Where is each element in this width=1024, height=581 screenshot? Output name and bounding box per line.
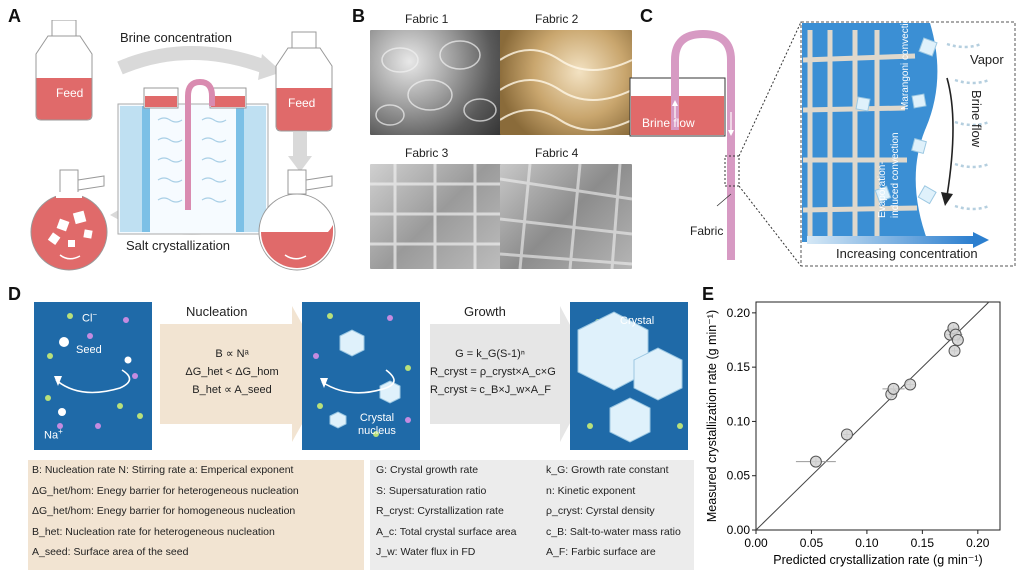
fabric-4-photo [500, 164, 632, 269]
crystallization-mechanism-diagram [34, 302, 688, 450]
legend-left-1: ΔG_het/hom: Enegy barrier for heterogene… [32, 484, 299, 497]
nucleation-legend-bg [28, 460, 364, 570]
fabric-1-title: Fabric 1 [405, 12, 449, 26]
legend-left-4: A_seed: Surface area of the seed [32, 546, 189, 558]
legend-mid-2: R_cryst: Cyrstallization rate [376, 505, 504, 517]
growth-legend-bg [370, 460, 694, 570]
vapor-label: Vapor [970, 52, 1004, 67]
evaporation-tank [117, 78, 269, 235]
y-tick-label: 0.05 [727, 469, 751, 483]
fabric-label: Fabric [690, 224, 724, 238]
growth-eq-3: R_cryst ≈ c_B×J_w×A_F [430, 384, 551, 396]
fabric-2-photo [500, 30, 632, 135]
x-tick-label: 0.20 [966, 536, 990, 550]
legend-mid-3: A_c: Total crystal surface area [376, 525, 517, 538]
fabric-2-title: Fabric 2 [535, 12, 579, 26]
data-point [948, 344, 961, 357]
panel-d-label: D [8, 284, 21, 304]
data-point [887, 382, 900, 395]
x-tick-label: 0.05 [800, 536, 824, 550]
y-tick-label: 0.15 [727, 360, 751, 374]
marangoni-label-wrap: Marangoni convection [900, 12, 914, 110]
y-tick-label: 0.20 [727, 306, 751, 320]
evaporation-label-line1: Evaporation- [877, 161, 888, 218]
x-tick-label: 0.00 [744, 536, 768, 550]
x-axis-label: Predicted crystallization rate (g min⁻¹) [773, 553, 982, 567]
nucleation-eq-3: B_het ∝ A_seed [192, 384, 272, 396]
legend-right-0: k_G: Growth rate constant [546, 464, 669, 476]
brine-concentration-label: Brine concentration [120, 30, 233, 45]
legend-mid-0: G: Crystal growth rate [376, 464, 479, 476]
data-point [951, 334, 964, 346]
feed-bottle-right [275, 31, 333, 132]
data-point [904, 378, 917, 391]
na-ion-label: Na+ [44, 427, 63, 442]
fabric-3-title: Fabric 3 [405, 146, 449, 160]
legend-mid-4: J_w: Water flux in FD [376, 546, 476, 558]
data-point [809, 455, 822, 468]
panel-b-label: B [352, 6, 365, 26]
legend-right-4: A_F: Farbic surface are [546, 546, 656, 558]
crystallization-flask-left [30, 169, 108, 271]
fabric-4-title: Fabric 4 [535, 146, 579, 160]
nucleation-equations: B ∝ Nᵃ ΔG_het < ΔG_hom B_het ∝ A_seed [180, 345, 284, 399]
growth-equations: G = k_G(S-1)ⁿ R_cryst = ρ_cryst×A_c×G R_… [430, 345, 556, 399]
legend-right-1: n: Kinetic exponent [546, 484, 636, 497]
legend-left-0: B: Nucleation rate N: Stirring rate a: E… [32, 464, 294, 476]
salt-crystallization-label: Salt crystallization [126, 238, 231, 253]
legend-right-2: ρ_cryst: Cyrstal density [546, 505, 655, 517]
plot-frame [755, 301, 1001, 531]
crystal-nucleus-label: Crystal nucleus [358, 412, 396, 437]
evaporation-label-line2: induced convection [890, 132, 901, 218]
x-tick-label: 0.15 [911, 536, 935, 550]
panel-c-label: C [640, 6, 653, 26]
fabric-flow-diagram [629, 21, 1016, 267]
increasing-concentration-label: Increasing concentration [836, 246, 978, 261]
growth-eq-2: R_cryst = ρ_cryst×A_c×G [430, 366, 556, 378]
legend-left-2: ΔG_het/hom: Enegy barrier for homogeneou… [32, 505, 296, 517]
nucleation-eq-1: B ∝ Nᵃ [215, 348, 249, 360]
marangoni-label: Marangoni convection [900, 12, 911, 110]
evaporation-label-wrap: Evaporation- induced convection [876, 110, 906, 220]
nucleation-legend: B: Nucleation rate N: Stirring rate a: E… [32, 460, 299, 563]
brine-flow-vertical-wrap: Brine flow [969, 90, 986, 180]
fabric-3-photo [370, 164, 502, 269]
data-point [840, 428, 853, 441]
brine-flow-vertical-label: Brine flow [969, 90, 984, 148]
y-axis-label: Measured crystallization rate (g min⁻¹) [705, 310, 719, 522]
cl-ion-label: Cl− [82, 310, 98, 325]
feed-bottle-left [35, 20, 93, 121]
feed-label-left: Feed [56, 86, 84, 100]
seed-label: Seed [76, 344, 102, 356]
legend-left-3: B_het: Nucleation rate for heterogeneous… [32, 525, 275, 538]
growth-eq-1: G = k_G(S-1)ⁿ [455, 348, 525, 360]
crystal-label: Crystal [620, 315, 655, 327]
crystallization-flask-right [258, 169, 336, 271]
crystallization-rate-chart: 0.00 0.05 0.10 0.15 0.20 0.00 0.05 0.10 0.15 0.20… [705, 301, 1001, 567]
growth-label: Growth [464, 304, 506, 319]
brine-process-diagram [30, 20, 336, 271]
y-tick-label: 0.10 [727, 414, 751, 428]
panel-e-label: E [702, 284, 715, 304]
fabric-1-photo [370, 30, 502, 135]
growth-legend-mid: G: Crystal growth rate S: Supersaturatio… [376, 460, 516, 563]
y-tick-label: 0.00 [727, 523, 751, 537]
feed-label-right: Feed [288, 96, 316, 110]
panel-a-label: A [8, 6, 21, 26]
nucleation-eq-2: ΔG_het < ΔG_hom [185, 366, 279, 378]
legend-mid-1: S: Supersaturation ratio [376, 484, 487, 497]
nucleation-label: Nucleation [186, 304, 248, 319]
x-tick-label: 0.10 [855, 536, 879, 550]
brine-flow-box-label: Brine flow [642, 116, 695, 130]
legend-right-3: c_B: Salt-to-water mass ratio [546, 525, 681, 538]
growth-legend-right: k_G: Growth rate constant n: Kinetic exp… [546, 460, 681, 563]
